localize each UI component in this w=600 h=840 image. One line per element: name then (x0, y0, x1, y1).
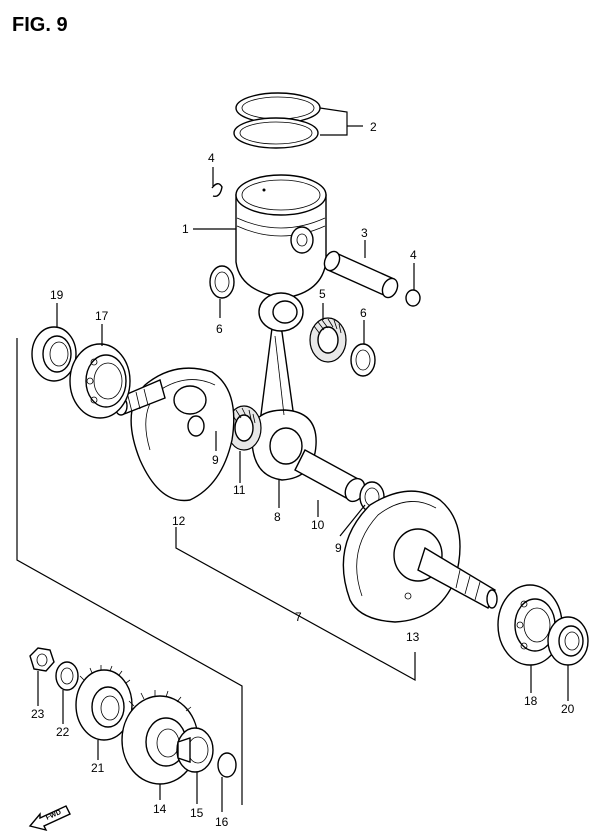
callout-piston: 1 (182, 222, 189, 236)
callout-nut: 23 (31, 707, 45, 721)
callout-washer-left: 6 (216, 322, 223, 336)
callout-piston-pin: 3 (361, 226, 368, 240)
needle-bearing-small-end (309, 317, 347, 363)
callout-primary-drive-gear: 21 (91, 761, 105, 775)
part-callouts: 1 2 3 4 4 5 6 6 7 8 9 9 10 11 12 13 14 1… (31, 120, 575, 829)
washer-right (350, 343, 376, 377)
piston-rings (233, 92, 321, 149)
callout-needle-bearing-small-end: 5 (319, 287, 326, 301)
bearing-left (69, 343, 131, 419)
callout-oil-seal-right: 20 (561, 702, 575, 716)
assembly-bracket-lines (16, 338, 416, 805)
callout-crankshaft-right-half: 13 (406, 630, 420, 644)
washer-left (209, 265, 235, 299)
fwd-arrow-icon: FWD (28, 805, 71, 832)
balancer-drive-gear (121, 690, 199, 785)
piston-pin (323, 250, 399, 299)
callout-balancer-drive-gear: 14 (153, 802, 167, 816)
callout-bearing-left: 17 (95, 309, 109, 323)
callout-crankshaft-left-half: 12 (172, 514, 186, 528)
callout-bearing-right: 18 (524, 694, 538, 708)
primary-drive-gear (75, 665, 133, 741)
callout-washer-crank-right: 9 (335, 541, 342, 555)
callout-oil-seal-left: 19 (50, 288, 64, 302)
callout-washer-right: 6 (360, 306, 367, 320)
callout-piston-rings: 2 (370, 120, 377, 134)
crankshaft-right-half (342, 490, 498, 623)
gear-circlip (217, 752, 237, 778)
callout-crank-pin: 10 (311, 518, 325, 532)
gear-bearing (176, 727, 214, 773)
callout-needle-bearing-big-end: 11 (233, 483, 246, 497)
piston (235, 174, 327, 299)
nut (29, 647, 55, 672)
callout-circlip-left: 4 (208, 151, 215, 165)
callout-washer-gear: 22 (56, 725, 70, 739)
circlip-left (211, 183, 223, 197)
callout-gear-bearing: 15 (190, 806, 204, 820)
bearing-right (497, 584, 563, 666)
circlip-right (405, 289, 421, 307)
callout-crankshaft-assembly: 7 (295, 610, 302, 624)
leader-lines (37, 107, 569, 812)
needle-bearing-big-end (226, 405, 262, 451)
callout-gear-circlip: 16 (215, 815, 229, 829)
callout-connecting-rod: 8 (274, 510, 281, 524)
callout-washer-crank-left: 9 (212, 453, 219, 467)
washer-gear (55, 661, 79, 691)
crank-pin (294, 449, 366, 503)
oil-seal-right (547, 616, 589, 666)
oil-seal-left (31, 326, 77, 382)
callout-circlip-right: 4 (410, 248, 417, 262)
figure-title: FIG. 9 (12, 14, 68, 36)
connecting-rod (251, 292, 317, 481)
